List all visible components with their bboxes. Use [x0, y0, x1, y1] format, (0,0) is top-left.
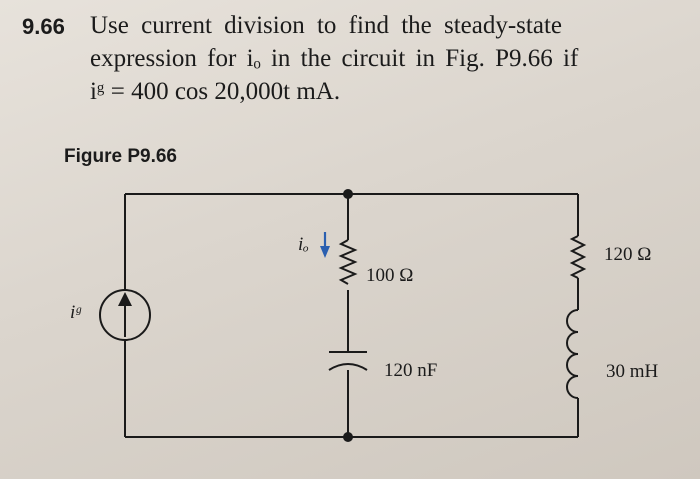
- bottom-node: [343, 432, 353, 442]
- top-node: [343, 189, 353, 199]
- source-arrow-head: [118, 292, 132, 306]
- problem-number: 9.66: [22, 14, 65, 39]
- resistor-100-label: 100 Ω: [366, 265, 414, 286]
- resistor-120-ohm: [569, 235, 587, 279]
- inductor-label: 30 mH: [606, 361, 659, 382]
- problem-text-line-1: Use current division to find the steady-…: [90, 12, 562, 39]
- current-source: [99, 289, 151, 341]
- resistor-120-label: 120 Ω: [604, 244, 652, 265]
- figure-title: Figure P9.66: [64, 146, 177, 167]
- problem-text-line-2: expression for iₒ in the circuit in Fig.…: [90, 45, 579, 72]
- capacitor-label: 120 nF: [384, 360, 438, 381]
- io-label: iₒ: [298, 234, 309, 255]
- inductor-30-mh: [566, 309, 579, 399]
- problem-text-line-3: iᵍ = 400 cos 20,000t mA.: [90, 78, 341, 105]
- capacitor-bottom-plate: [328, 363, 368, 371]
- io-arrow-head: [320, 246, 330, 258]
- ig-label: iᵍ: [70, 302, 81, 323]
- resistor-100-ohm: [338, 239, 358, 285]
